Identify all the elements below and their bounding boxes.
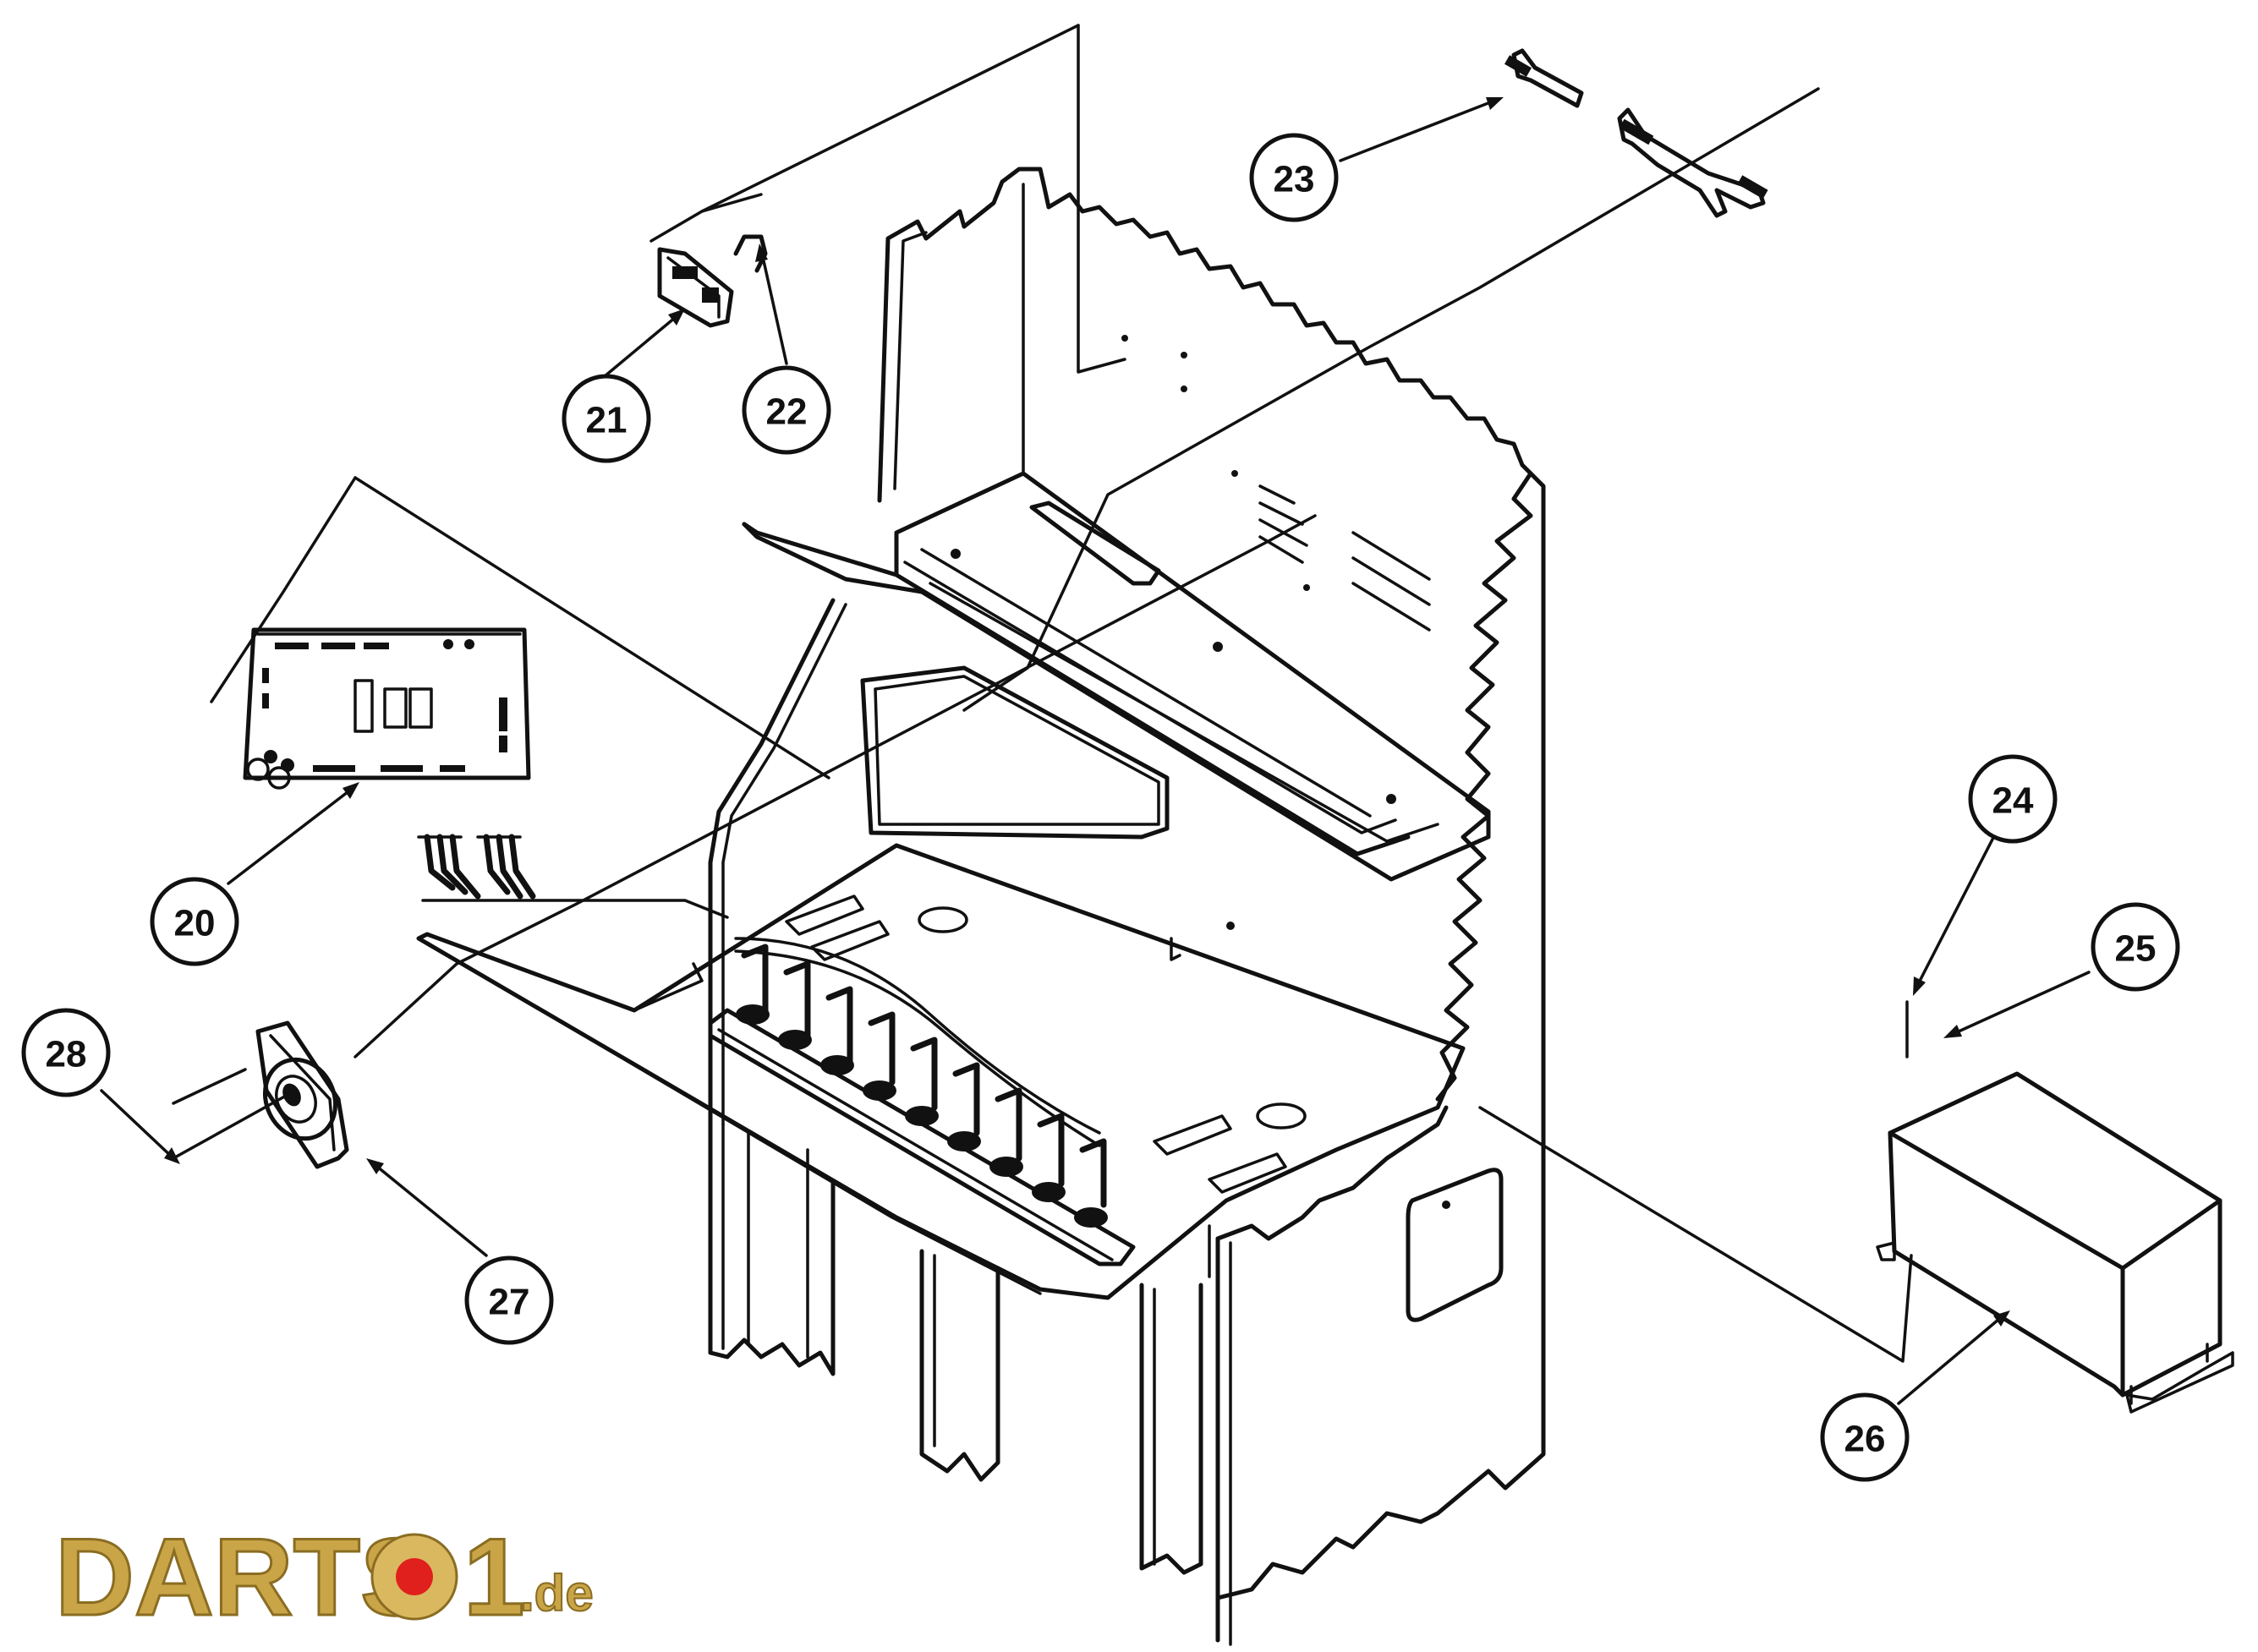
callout-27: 27	[464, 1255, 554, 1345]
watermark-dot	[396, 1558, 433, 1595]
watermark-tld: .de	[520, 1565, 594, 1622]
leader-lines	[172, 24, 1913, 1363]
callout-arrows	[100, 97, 2091, 1405]
callout-label-23: 23	[1274, 159, 1315, 200]
cabinet-body	[708, 167, 1546, 1646]
callout-26: 26	[1820, 1392, 1910, 1482]
watermark-one: 1	[463, 1515, 524, 1638]
callout-label-27: 27	[489, 1282, 530, 1323]
callout-label-28: 28	[46, 1034, 87, 1075]
push-buttons	[734, 937, 1108, 1228]
callout-24: 24	[1968, 754, 2058, 844]
shelf-vents	[1258, 484, 1431, 632]
callout-22: 22	[742, 365, 831, 455]
power-box	[1876, 1071, 2234, 1414]
upper-shelf	[742, 335, 1491, 882]
watermark-logo: DARTS 1 .de	[54, 1514, 595, 1640]
callout-20: 20	[150, 877, 239, 966]
speaker	[255, 1020, 349, 1169]
button-strip	[708, 937, 1136, 1266]
callout-21: 21	[562, 374, 651, 463]
control-deck	[416, 843, 1466, 1300]
callout-23: 23	[1249, 133, 1339, 222]
callout-label-21: 21	[586, 400, 628, 441]
callout-28: 28	[21, 1008, 111, 1097]
callout-label-22: 22	[766, 391, 808, 433]
callout-label-24: 24	[1992, 780, 2034, 822]
callout-label-25: 25	[2115, 928, 2157, 970]
pcb-board	[243, 627, 536, 900]
callout-label-26: 26	[1844, 1419, 1886, 1460]
callout-label-20: 20	[174, 903, 216, 944]
hinge-brackets	[1504, 48, 1768, 218]
callout-25: 25	[2091, 902, 2180, 992]
watermark-brand: DARTS	[55, 1515, 434, 1638]
switch-bracket	[657, 234, 768, 328]
